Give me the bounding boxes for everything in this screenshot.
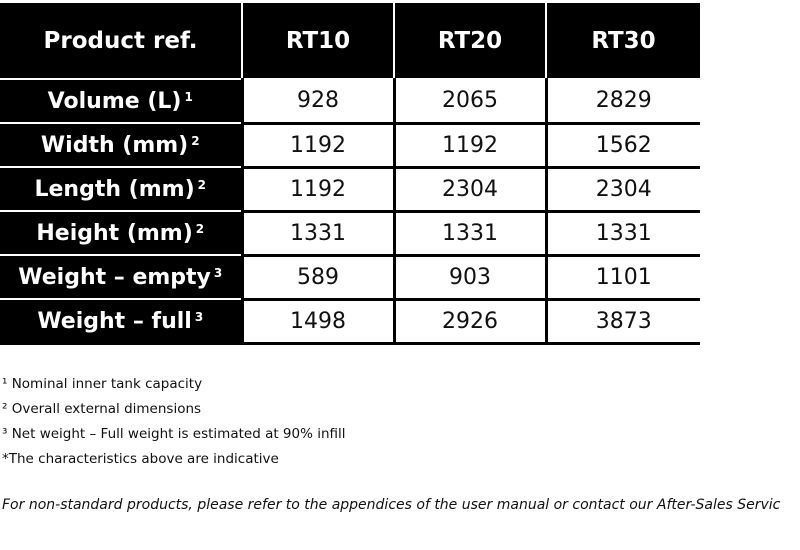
table-row-height: Height (mm)2 1331 1331 1331 [0, 211, 700, 257]
table-cell: 3873 [544, 299, 700, 345]
table-cell: 2065 [392, 79, 546, 125]
specifications-table: Product ref. RT10 RT20 RT30 Volume (L)1 … [0, 3, 700, 345]
table-cell: 1331 [544, 211, 700, 257]
table-cell: 1331 [240, 211, 394, 257]
table-cell: 2304 [544, 167, 700, 213]
table-cell: 928 [240, 79, 394, 125]
footnote-marker: 3 [194, 310, 204, 324]
header-product-ref: Product ref. [0, 3, 243, 80]
table-cell: 2304 [392, 167, 546, 213]
table-cell: 1192 [240, 123, 394, 169]
table-row-volume: Volume (L)1 928 2065 2829 [0, 79, 700, 125]
table-cell: 2829 [544, 79, 700, 125]
footnote-marker: 2 [197, 177, 206, 192]
footnote-dimensions: ² Overall external dimensions [2, 401, 202, 417]
row-label-text: Length (mm) [34, 176, 195, 202]
header-rt30: RT30 [546, 3, 700, 80]
row-label-text: Weight – empty [18, 264, 211, 290]
table-row-length: Length (mm)2 1192 2304 2304 [0, 167, 700, 213]
row-label: Height (mm)2 [0, 211, 242, 256]
row-label: Length (mm)2 [0, 167, 242, 212]
footnote-weight: ³ Net weight – Full weight is estimated … [2, 426, 346, 442]
row-label-text: Width (mm) [40, 132, 189, 158]
row-label-text: Height (mm) [36, 220, 193, 246]
table-row-width: Width (mm)2 1192 1192 1562 [0, 123, 700, 169]
table-cell: 1192 [392, 123, 546, 169]
header-rt10: RT10 [242, 3, 395, 80]
table-cell: 589 [240, 255, 394, 301]
table-cell: 1192 [240, 167, 394, 213]
table-cell: 2926 [392, 299, 546, 345]
footnote-marker: 2 [195, 221, 205, 236]
row-label: Width (mm)2 [0, 123, 242, 168]
table-cell: 903 [392, 255, 546, 301]
table-cell: 1101 [544, 255, 700, 301]
table-cell: 1331 [392, 211, 546, 257]
footnote-marker: 3 [213, 265, 223, 280]
table-header-row: Product ref. RT10 RT20 RT30 [0, 3, 700, 80]
footer-note: For non-standard products, please refer … [2, 497, 781, 513]
footnote-indicative: *The characteristics above are indicativ… [2, 451, 279, 467]
footnotes: ¹ Nominal inner tank capacity ² Overall … [2, 372, 346, 472]
footnote-marker: 1 [184, 89, 193, 104]
header-rt20: RT20 [394, 3, 547, 80]
table-cell: 1562 [544, 123, 700, 169]
row-label-text: Volume (L) [47, 88, 182, 114]
footnote-marker: 2 [191, 133, 200, 148]
table-cell: 1498 [240, 299, 394, 345]
footnote-volume: ¹ Nominal inner tank capacity [2, 376, 203, 392]
row-label-text: Weight – full [37, 309, 192, 334]
row-label: Volume (L)1 [0, 79, 242, 124]
